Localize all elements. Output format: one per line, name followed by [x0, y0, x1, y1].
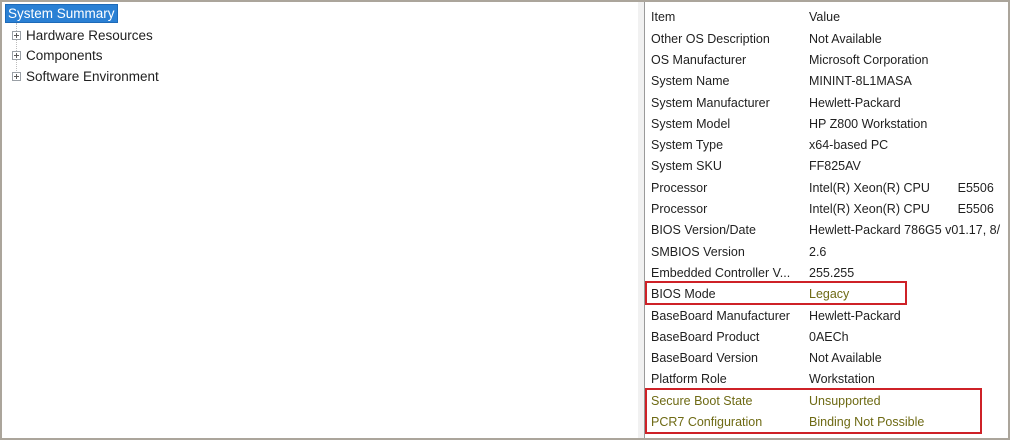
row-value: Binding Not Possible [809, 414, 925, 429]
row-value: 255.255 [809, 265, 855, 280]
tree-children: Hardware Resources Components Software E… [4, 23, 638, 87]
column-header-value: Value [809, 10, 841, 24]
tree-guide-line [16, 23, 17, 79]
table-row[interactable]: BaseBoard Manufacturer Hewlett-Packard [651, 305, 1008, 326]
tree-item-label: Hardware Resources [26, 27, 153, 43]
tree-item-software-environment[interactable]: Software Environment [4, 66, 638, 87]
table-row[interactable]: BaseBoard Product 0AECh [651, 326, 1008, 347]
column-header-item: Item [651, 10, 676, 24]
row-item: PCR7 Configuration [651, 414, 763, 429]
row-value: Hewlett-Packard 786G5 v01.17, 8/ [809, 223, 1001, 238]
tree-item-label: Components [26, 48, 103, 64]
row-value: x64-based PC [809, 138, 889, 153]
table-row[interactable]: System Type x64-based PC [651, 134, 1008, 155]
table-row[interactable]: Processor Intel(R) Xeon(R) CPU E5506 [651, 198, 1008, 219]
row-item: Other OS Description [651, 31, 770, 46]
row-value: Hewlett-Packard [809, 95, 901, 110]
tree-item-label: Software Environment [26, 68, 159, 84]
row-value: MININT-8L1MASA [809, 74, 912, 89]
row-value: Not Available [809, 351, 882, 366]
table-row[interactable]: System Manufacturer Hewlett-Packard [651, 92, 1008, 113]
row-item: Platform Role [651, 372, 727, 387]
row-item: SMBIOS Version [651, 244, 745, 259]
table-row[interactable]: BIOS Version/Date Hewlett-Packard 786G5 … [651, 220, 1008, 241]
table-rows: Other OS Description Not Available OS Ma… [651, 28, 1008, 433]
row-value: HP Z800 Workstation [809, 116, 928, 131]
row-value: Intel(R) Xeon(R) CPU E5506 [809, 202, 994, 217]
row-item: System Name [651, 74, 730, 89]
row-item: Embedded Controller V... [651, 265, 791, 280]
table-row[interactable]: OS Manufacturer Microsoft Corporation [651, 49, 1008, 70]
row-value: Hewlett-Packard [809, 308, 901, 323]
row-item: BIOS Version/Date [651, 223, 756, 238]
row-item: BaseBoard Version [651, 351, 759, 366]
row-item: Processor [651, 180, 708, 195]
expand-plus-icon[interactable] [12, 71, 21, 81]
table-row[interactable]: Embedded Controller V... 255.255 [651, 262, 1008, 283]
row-item: System Type [651, 138, 724, 153]
table-row[interactable]: BIOS Mode Legacy [651, 284, 1008, 305]
row-value: Workstation [809, 372, 875, 387]
expand-plus-icon[interactable] [12, 30, 21, 40]
row-value: 0AECh [809, 329, 849, 344]
row-value: Microsoft Corporation [809, 52, 929, 67]
category-tree-pane: System Summary Hardware Resources Compon… [2, 2, 640, 438]
table-row[interactable]: BaseBoard Version Not Available [651, 347, 1008, 368]
table-header: Item Value [651, 6, 1008, 28]
row-item: System SKU [651, 159, 722, 174]
row-value: Unsupported [809, 393, 881, 408]
row-item: OS Manufacturer [651, 52, 747, 67]
row-item: BaseBoard Manufacturer [651, 308, 790, 323]
row-value: Not Available [809, 31, 882, 46]
tree-item-components[interactable]: Components [4, 46, 638, 67]
table-row[interactable]: Secure Boot State Unsupported [651, 390, 1008, 411]
row-value: Intel(R) Xeon(R) CPU E5506 [809, 180, 994, 195]
details-pane: Item Value Other OS Description Not Avai… [644, 2, 1008, 438]
table-row[interactable]: Processor Intel(R) Xeon(R) CPU E5506 [651, 177, 1008, 198]
row-item: Processor [651, 202, 708, 217]
table-row[interactable]: PCR7 Configuration Binding Not Possible [651, 411, 1008, 432]
row-value: 2.6 [809, 244, 827, 259]
row-value: Legacy [809, 287, 850, 302]
table-row[interactable]: System Name MININT-8L1MASA [651, 71, 1008, 92]
table-row[interactable]: Other OS Description Not Available [651, 28, 1008, 49]
table-row[interactable]: Platform Role Workstation [651, 369, 1008, 390]
row-item: Secure Boot State [651, 393, 753, 408]
table-row[interactable]: System SKU FF825AV [651, 156, 1008, 177]
table-row[interactable]: System Model HP Z800 Workstation [651, 113, 1008, 134]
tree-item-hardware-resources[interactable]: Hardware Resources [4, 25, 638, 46]
row-value: FF825AV [809, 159, 861, 174]
row-item: BIOS Mode [651, 287, 716, 302]
expand-plus-icon[interactable] [12, 51, 21, 61]
tree-item-system-summary[interactable]: System Summary [5, 4, 118, 23]
row-item: System Model [651, 116, 731, 131]
table-row[interactable]: SMBIOS Version 2.6 [651, 241, 1008, 262]
row-item: BaseBoard Product [651, 329, 760, 344]
row-item: System Manufacturer [651, 95, 770, 110]
pane-splitter[interactable] [638, 2, 644, 438]
